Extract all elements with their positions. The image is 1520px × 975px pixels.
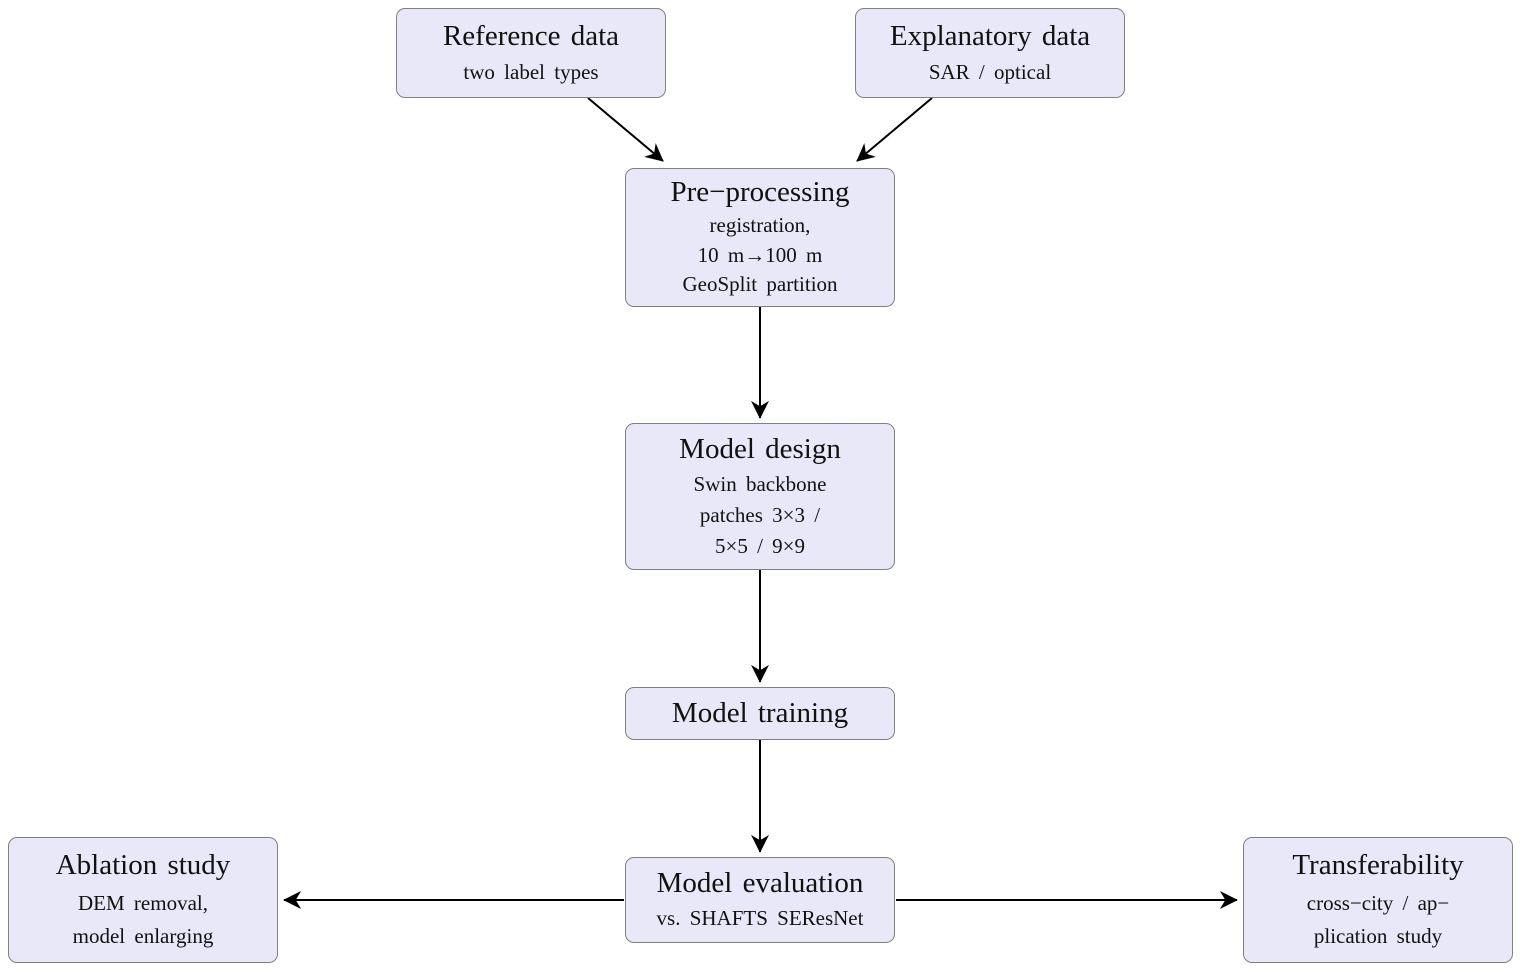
node-subtitle: registration, (709, 213, 811, 238)
node-subtitle: 10 m→100 m (697, 242, 823, 267)
node-title: Transferability (1292, 849, 1464, 882)
node-model-evaluation: Model evaluation vs. SHAFTS SEResNet (625, 857, 895, 943)
node-subtitle: SAR / optical (928, 60, 1052, 85)
node-transferability: Transferability cross−city / ap− plicati… (1243, 837, 1513, 963)
node-ablation-study: Ablation study DEM removal, model enlarg… (8, 837, 278, 963)
arrow-explanatory-to-preprocessing (856, 97, 933, 162)
node-subtitle: patches 3×3 / (699, 502, 821, 527)
node-subtitle: vs. SHAFTS SEResNet (656, 906, 864, 931)
node-model-design: Model design Swin backbone patches 3×3 /… (625, 423, 895, 570)
node-title: Pre−processing (670, 176, 850, 209)
node-title: Explanatory data (889, 19, 1091, 52)
node-title: Ablation study (55, 849, 231, 882)
node-subtitle: plication study (1313, 924, 1443, 949)
node-subtitle: Swin backbone (693, 471, 827, 496)
node-title: Model design (679, 432, 841, 465)
node-title: Model training (671, 696, 849, 729)
arrow-reference-to-preprocessing (587, 97, 664, 162)
node-subtitle: cross−city / ap− (1306, 890, 1450, 915)
node-title: Model evaluation (656, 867, 864, 900)
node-subtitle: GeoSplit partition (682, 272, 838, 297)
node-model-training: Model training (625, 687, 895, 740)
node-subtitle: DEM removal, (78, 890, 208, 915)
node-reference-data: Reference data two label types (396, 8, 666, 98)
node-preprocessing: Pre−processing registration, 10 m→100 m … (625, 168, 895, 307)
node-explanatory-data: Explanatory data SAR / optical (855, 8, 1125, 98)
node-subtitle: two label types (463, 60, 599, 85)
node-title: Reference data (442, 19, 620, 52)
node-subtitle: model enlarging (72, 924, 214, 949)
node-subtitle: 5×5 / 9×9 (714, 533, 806, 558)
